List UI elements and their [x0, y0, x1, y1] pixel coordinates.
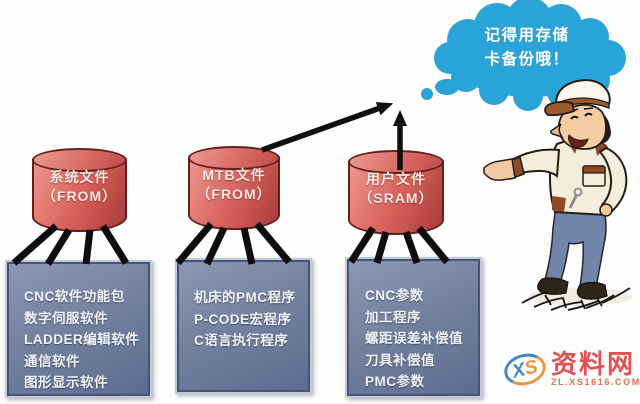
chest-pocket	[582, 165, 606, 187]
cylinder-title: 用户文件	[366, 171, 426, 187]
list-item: 图形显示软件	[24, 375, 108, 390]
jacket	[548, 137, 613, 217]
cylinder-user-files: 用户文件 （SRAM）	[348, 150, 444, 235]
box-mtb-programs: 机床的PMC程序 P-CODE宏程序 C语言执行程序	[175, 258, 312, 394]
eyes	[570, 112, 593, 120]
hip-hand	[599, 203, 613, 217]
box-list: 机床的PMC程序 P-CODE宏程序 C语言执行程序	[177, 260, 310, 352]
cylinder-top	[348, 150, 444, 174]
cylinder-label: 系统文件 （FROM）	[32, 168, 127, 206]
cap-band	[556, 97, 610, 109]
fringe	[560, 103, 574, 110]
list-item: 螺距误差补偿值	[365, 331, 463, 346]
list-item: 机床的PMC程序	[194, 290, 296, 305]
box-system-software: CNC软件功能包 数字伺服软件 LADDER编辑软件 通信软件 图形显示软件	[5, 260, 152, 398]
collar-left	[567, 138, 580, 154]
cylinder-title: 系统文件	[49, 169, 110, 185]
list-item: 加工程序	[365, 309, 421, 325]
cylinder-mtb-files: MTB文件 （FROM）	[188, 146, 280, 230]
bubble-line: 记得用存储	[484, 27, 570, 44]
xs-logo-icon: X S	[500, 349, 550, 390]
collar-right	[594, 140, 607, 156]
box-list: CNC软件功能包 数字伺服软件 LADDER编辑软件 通信软件 图形显示软件	[7, 262, 150, 394]
face	[557, 103, 607, 150]
list-item: 数字伺服软件	[24, 310, 108, 326]
eyebrows	[568, 107, 594, 113]
waist-trim	[552, 196, 566, 212]
list-item: CNC参数	[365, 288, 424, 303]
watermark-site-url: ZL.XS1616.COM	[551, 377, 640, 387]
box-user-data: CNC参数 加工程序 螺距误差补偿值 刀具补偿值 PMC参数	[345, 257, 482, 398]
cylinder-label: 用户文件 （SRAM）	[348, 170, 444, 208]
cap	[554, 79, 611, 106]
cylinder-label: MTB文件 （FROM）	[188, 166, 280, 204]
grass	[521, 287, 631, 311]
watermark-text: 资料网 ZL.XS1616.COM	[551, 351, 640, 388]
wrench-icon	[568, 187, 583, 209]
jeans	[544, 205, 607, 289]
list-item: 刀具补偿值	[365, 352, 435, 368]
list-item: PMC参数	[365, 374, 425, 389]
list-item: 通信软件	[24, 353, 80, 369]
pocket-flap	[582, 165, 606, 174]
thought-bubble-text: 记得用存储 卡备份哦！	[456, 24, 598, 72]
box-list: CNC参数 加工程序 螺距误差补偿值 刀具补偿值 PMC参数	[347, 259, 480, 393]
left-shoe	[537, 277, 569, 295]
mouth	[568, 134, 589, 148]
watermark-site-name: 资料网	[551, 349, 636, 379]
cylinder-subtitle: （FROM）	[41, 188, 118, 204]
cap-brim	[544, 100, 576, 117]
pointing-hand	[483, 158, 516, 181]
right-shoe	[576, 281, 608, 300]
list-item: CNC软件功能包	[24, 289, 125, 304]
list-item: C语言执行程序	[194, 333, 289, 348]
pointing-arm	[499, 148, 561, 181]
worker-character	[483, 79, 632, 311]
cylinder-top	[188, 146, 280, 170]
hair	[596, 110, 611, 144]
ground-shadow	[528, 288, 632, 306]
bubble-line: 卡备份哦！	[484, 51, 570, 68]
arrow-mtb-to-card-icon	[261, 102, 394, 153]
hip-arm	[598, 146, 628, 215]
nose	[550, 123, 564, 139]
watermark: X S 资料网 ZL.XS1616.COM	[500, 349, 640, 390]
cylinder-title: MTB文件	[202, 167, 266, 183]
cylinder-subtitle: （SRAM）	[358, 190, 434, 206]
cylinder-system-files: 系统文件 （FROM）	[32, 148, 127, 232]
cuff	[505, 156, 525, 180]
list-item: LADDER编辑软件	[24, 332, 140, 347]
cylinder-top	[32, 148, 127, 172]
cylinder-subtitle: （FROM）	[196, 186, 272, 202]
list-item: P-CODE宏程序	[194, 311, 292, 327]
